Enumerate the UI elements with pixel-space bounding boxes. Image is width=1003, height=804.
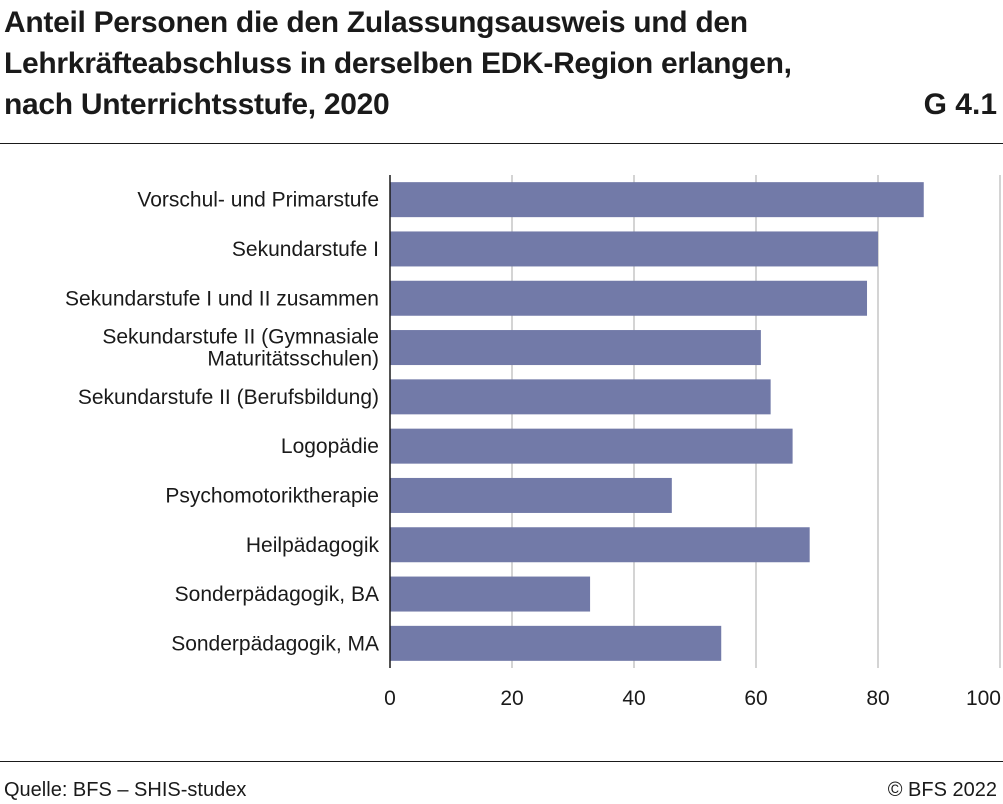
copyright-note: © BFS 2022: [887, 779, 997, 801]
header-divider: [0, 143, 1003, 144]
category-label-4: Sekundarstufe II (Berufsbildung): [78, 386, 379, 409]
bar-6: [390, 477, 672, 513]
bar-7: [390, 527, 810, 563]
bar-4: [390, 379, 771, 415]
category-label-1: Sekundarstufe I: [232, 238, 379, 261]
chart-title: Anteil Personen die den Zulassungsauswei…: [4, 2, 904, 125]
title-line-2: Lehrkräfteabschluss in derselben EDK-Reg…: [4, 47, 792, 80]
category-label-3-line-1: Maturitätsschulen): [207, 348, 379, 371]
category-label-0: Vorschul- und Primarstufe: [137, 189, 379, 212]
graphic-number: G 4.1: [923, 88, 997, 121]
bar-5: [390, 428, 793, 464]
category-label-5: Logopädie: [281, 435, 379, 458]
source-note: Quelle: BFS – SHIS-studex: [4, 779, 247, 801]
x-tick-label-40: 40: [622, 687, 645, 710]
bar-9: [390, 625, 722, 661]
category-label-7: Heilpädagogik: [246, 534, 380, 557]
category-label-6: Psychomotoriktherapie: [165, 484, 379, 507]
footer-divider: [0, 761, 1003, 762]
category-label-3-line-0: Sekundarstufe II (Gymnasiale: [102, 326, 379, 349]
bar-1: [390, 231, 878, 267]
x-tick-label-80: 80: [866, 687, 889, 710]
x-tick-label-20: 20: [500, 687, 523, 710]
category-label-2: Sekundarstufe I und II zusammen: [65, 287, 379, 310]
x-tick-label-100: 100: [966, 687, 1001, 710]
bar-3: [390, 330, 761, 366]
title-line-1: Anteil Personen die den Zulassungsauswei…: [4, 6, 748, 39]
title-line-3: nach Unterrichtsstufe, 2020: [4, 88, 390, 121]
category-label-8: Sonderpädagogik, BA: [175, 583, 379, 606]
bar-8: [390, 576, 591, 612]
x-tick-label-60: 60: [744, 687, 767, 710]
bar-0: [390, 182, 924, 218]
x-tick-label-0: 0: [384, 687, 396, 710]
category-label-9: Sonderpädagogik, MA: [171, 632, 379, 655]
bar-2: [390, 280, 868, 316]
